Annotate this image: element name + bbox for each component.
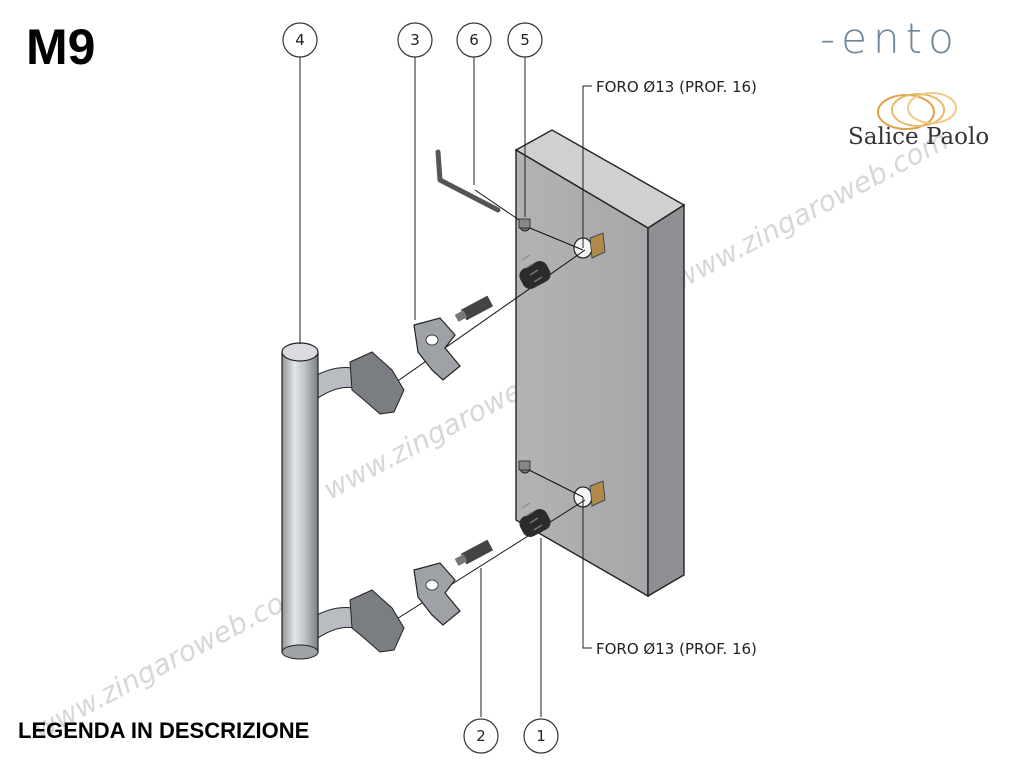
insert-top [589, 232, 606, 259]
part-number-3: 3 [397, 22, 433, 58]
dealer-logo-icon [877, 92, 957, 130]
part-number-label: 2 [476, 727, 486, 745]
part-number-label: 6 [469, 31, 479, 49]
dealer-name: Salice Paolo [848, 124, 990, 150]
grub-screw-top [518, 218, 531, 229]
pull-handle [281, 342, 405, 660]
door-panel [514, 129, 686, 598]
part-number-4: 4 [282, 22, 318, 58]
grub-screw-bottom [518, 460, 531, 471]
legend-text: LEGENDA IN DESCRIZIONE [18, 718, 310, 743]
brand-name: -ento [820, 14, 960, 63]
screw-bottom [454, 539, 494, 566]
part-number-label: 3 [410, 31, 420, 49]
allen-key [435, 149, 501, 213]
panel-side-face [647, 203, 685, 598]
part-number-label: 5 [520, 31, 530, 49]
washer-plate-bottom [413, 562, 461, 626]
part-number-1: 1 [523, 718, 559, 754]
part-number-label: 1 [536, 727, 546, 745]
threaded-insert-top [519, 254, 551, 289]
washer-plate-top [413, 317, 461, 381]
insert-bottom [589, 480, 606, 507]
callout-top-hole: FORO Ø13 (PROF. 16) [596, 78, 757, 96]
callout-bottom-hole: FORO Ø13 (PROF. 16) [596, 640, 757, 658]
threaded-insert-bottom [519, 502, 551, 537]
brand-logo: -ento Salice Paolo [820, 10, 1020, 160]
part-number-5: 5 [507, 22, 543, 58]
screw-top [454, 295, 494, 322]
model-code: M9 [26, 19, 96, 75]
leader-lines [299, 57, 592, 717]
watermark: www.zingaroweb.com www.zingaroweb.com ww… [28, 123, 954, 746]
part-number-6: 6 [456, 22, 492, 58]
part-number-2: 2 [463, 718, 499, 754]
part-number-label: 4 [295, 31, 305, 49]
